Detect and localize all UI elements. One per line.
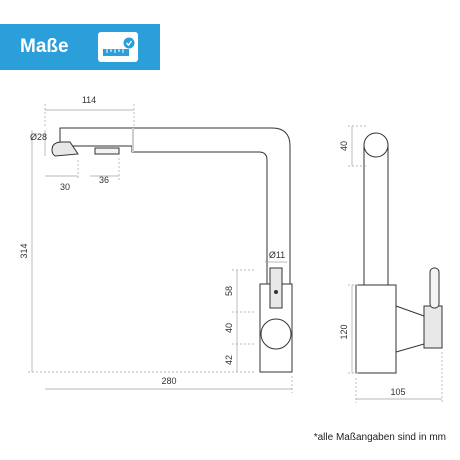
dim-spout-diameter: Ø28: [30, 132, 47, 142]
faucet-side-view: [355, 132, 443, 374]
dim-spout-head: 36: [99, 175, 109, 185]
dim-spout-offset: 30: [60, 182, 70, 192]
dim-height-lower: 42: [224, 355, 234, 365]
dim-height-upper: 58: [224, 286, 234, 296]
header-banner: Maße: [0, 24, 160, 70]
faucet-front-view: [51, 127, 293, 373]
dim-base-diameter: Ø11: [269, 250, 285, 260]
dim-reach: 280: [161, 376, 176, 386]
dim-side-height: 120: [339, 324, 349, 339]
dim-height-middle: 40: [224, 323, 234, 333]
dim-side-depth: 105: [390, 387, 405, 397]
front-dimension-lines: [28, 104, 293, 393]
dim-width-top: 114: [82, 95, 96, 105]
banner-title: Maße: [20, 36, 69, 57]
dim-total-height: 314: [19, 243, 29, 258]
dim-top-side: 40: [339, 141, 349, 151]
units-footnote: *alle Maßangaben sind in mm: [313, 432, 446, 443]
ruler-check-icon: [98, 32, 138, 62]
side-dimension-lines: [348, 125, 443, 403]
